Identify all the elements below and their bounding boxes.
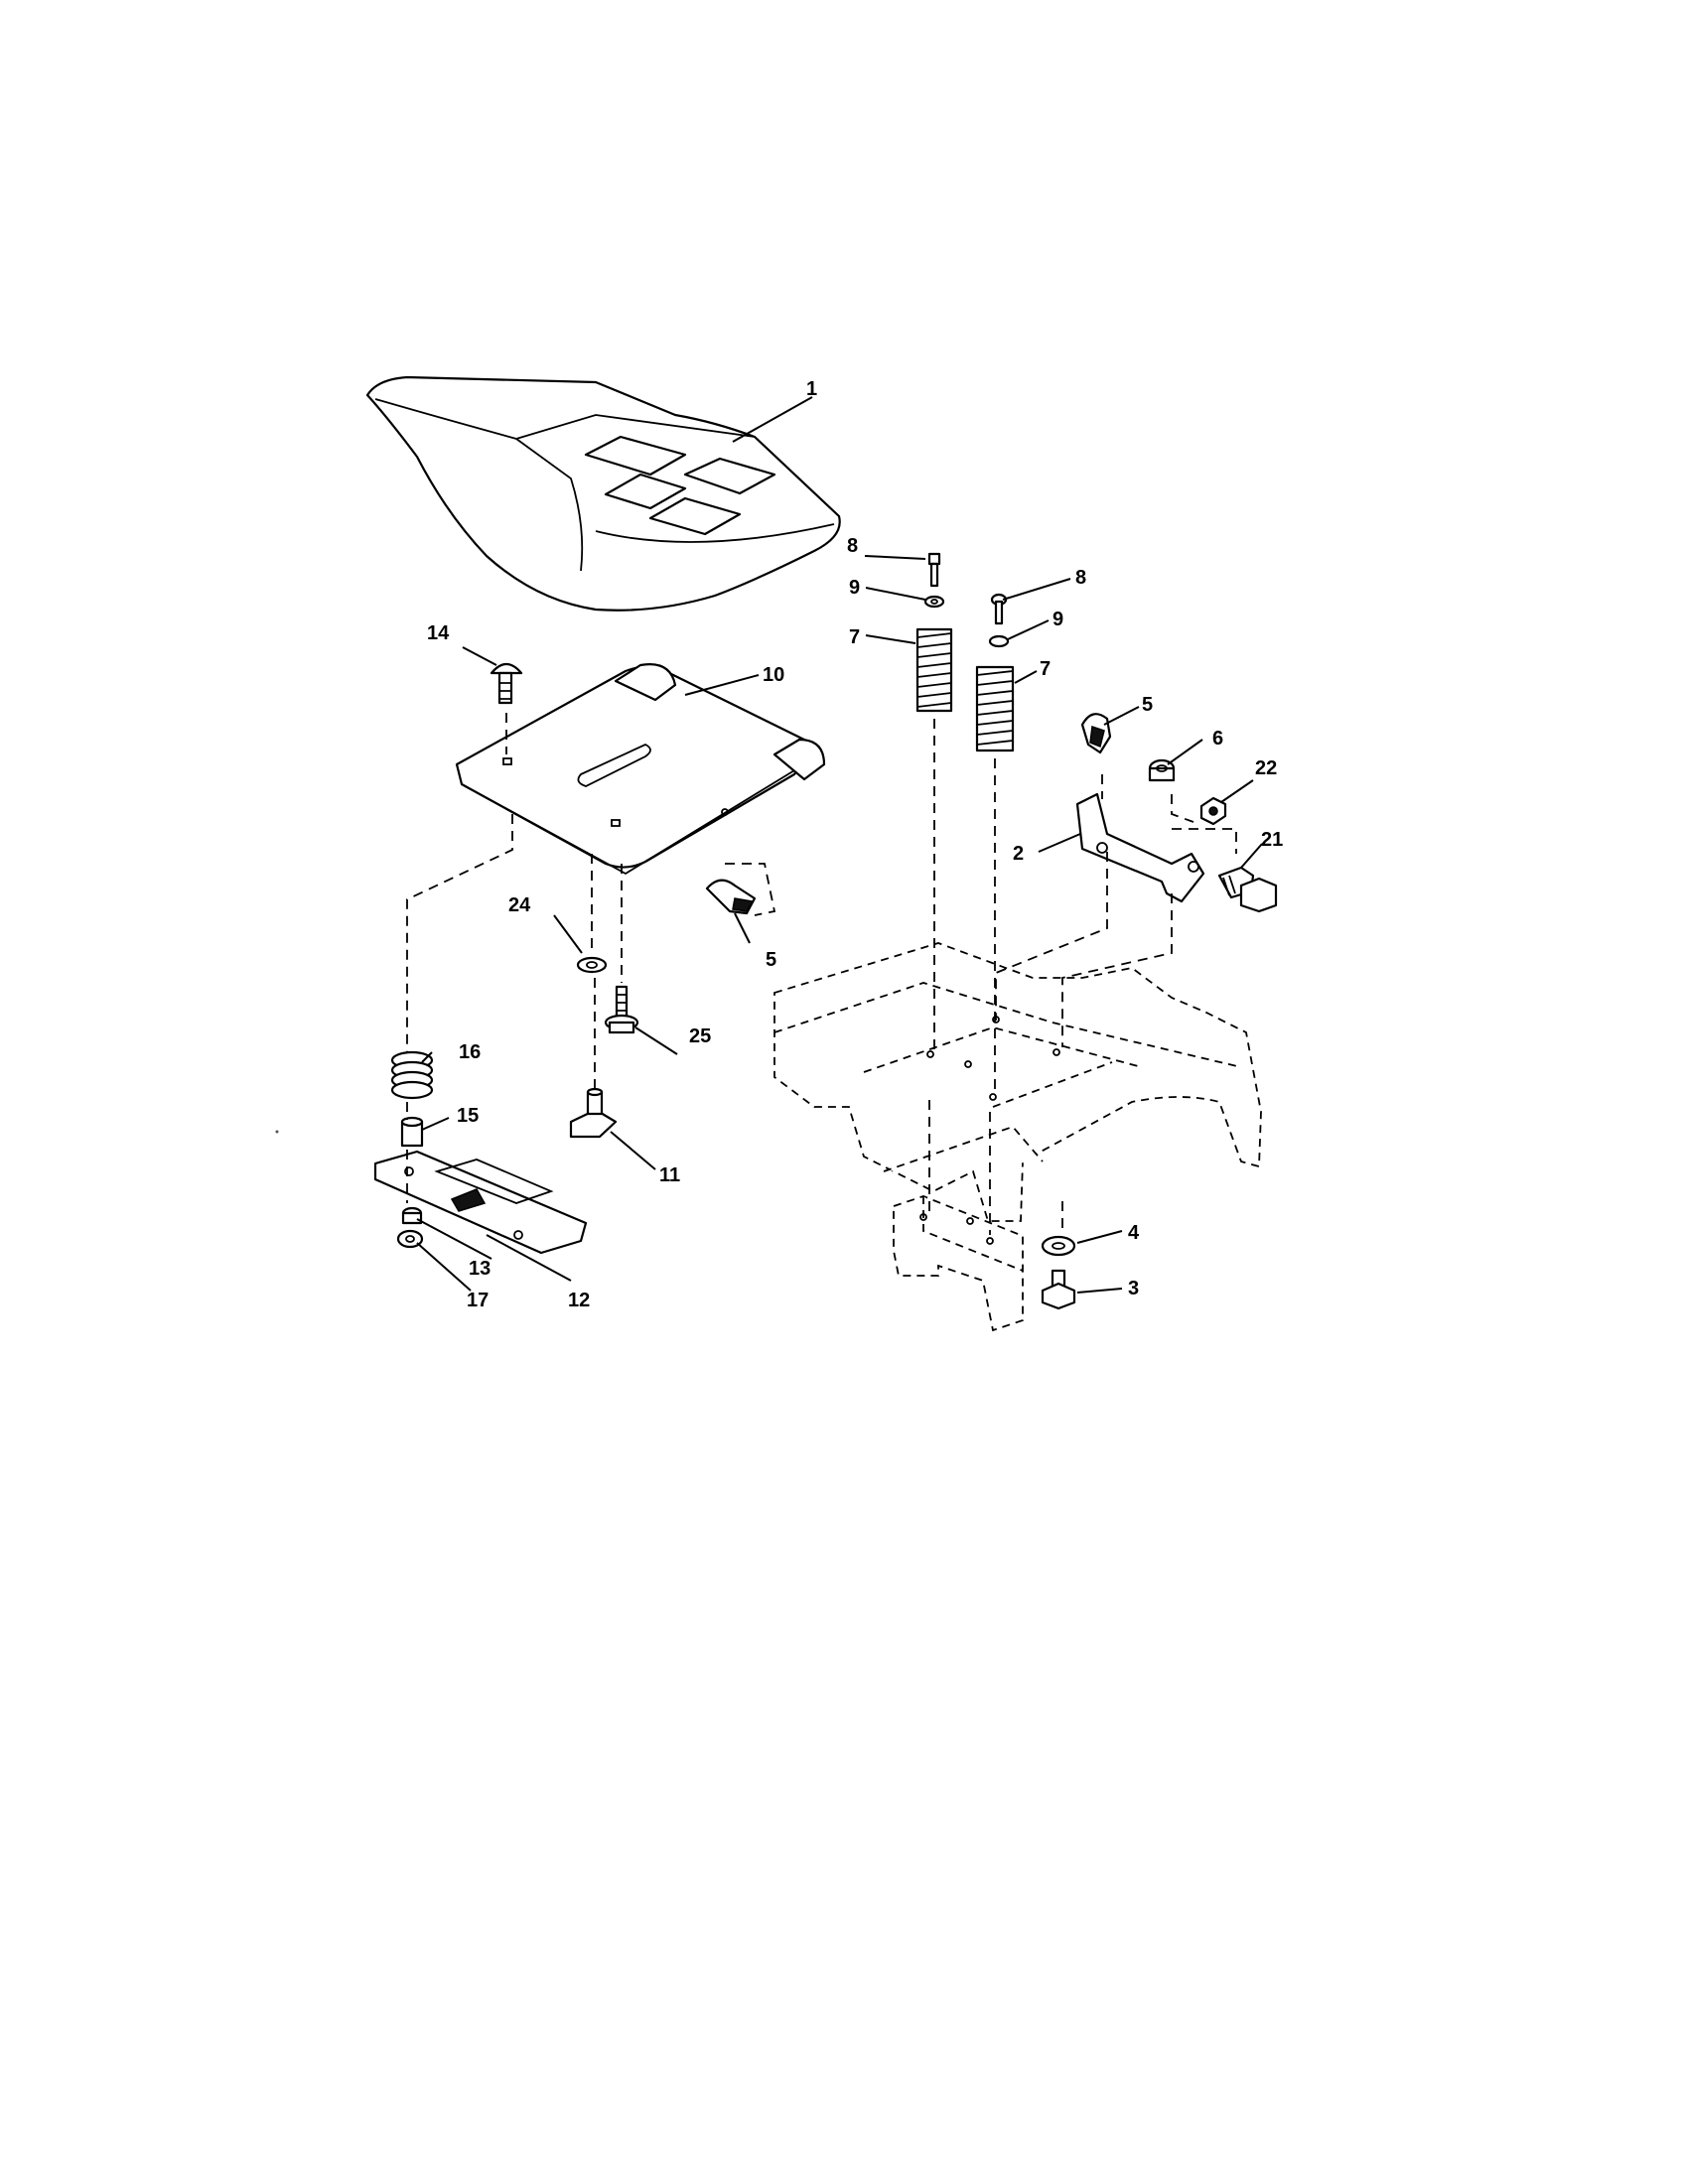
nut-6-part [1148, 758, 1176, 782]
washer-17-part [396, 1229, 424, 1249]
scan-speck [275, 1130, 279, 1134]
bolt-3-part [1041, 1269, 1076, 1310]
callout-10: 10 [763, 664, 784, 686]
callout-5-right: 5 [1142, 694, 1153, 716]
callout-6: 6 [1212, 728, 1223, 750]
seat-part [365, 375, 841, 612]
callout-15: 15 [457, 1105, 479, 1127]
callout-3: 3 [1128, 1278, 1139, 1299]
washer-24-part [576, 956, 608, 974]
carriage-bolt-part [490, 662, 523, 705]
bolt-21-part [1217, 866, 1278, 913]
callout-11: 11 [659, 1164, 680, 1186]
callout-12: 12 [568, 1290, 590, 1311]
washer-9-left-part [923, 595, 945, 609]
spring-7-right-part [975, 665, 1015, 752]
seat-pan-part [455, 663, 826, 876]
leader-lines [416, 396, 1263, 1294]
washer-9-right-part [988, 634, 1010, 648]
clip-left-part [705, 863, 776, 916]
spring-small-part [390, 1050, 434, 1100]
callout-5-left: 5 [766, 949, 776, 971]
callout-1: 1 [806, 378, 817, 400]
slide-rail-part [373, 1150, 588, 1255]
callout-17: 17 [467, 1290, 489, 1311]
callout-2: 2 [1013, 843, 1024, 865]
callout-13: 13 [469, 1258, 491, 1280]
callout-8-right: 8 [1075, 567, 1086, 589]
callout-25: 25 [689, 1025, 711, 1047]
assembly-lines [406, 713, 1237, 1235]
knob-11-part [569, 1087, 618, 1139]
spring-7-left-part [915, 627, 953, 713]
bracket-2-part [1075, 792, 1205, 903]
callout-21: 21 [1261, 829, 1283, 851]
nut-13-part [401, 1206, 423, 1225]
nut-22-part [1199, 796, 1227, 826]
callout-4: 4 [1128, 1222, 1140, 1244]
bolt-8-left-part [927, 552, 941, 588]
callout-9-left: 9 [849, 577, 860, 599]
callout-8-left: 8 [847, 535, 858, 557]
callout-7-left: 7 [849, 626, 860, 648]
callout-14: 14 [427, 622, 450, 644]
callout-24: 24 [508, 894, 531, 916]
washer-4-part [1041, 1235, 1076, 1257]
clip-right-part [1080, 713, 1112, 754]
callout-16: 16 [459, 1041, 481, 1063]
callout-7-right: 7 [1040, 658, 1051, 680]
bolt-8-right-part [990, 593, 1008, 625]
callout-9-right: 9 [1052, 609, 1063, 630]
callout-22: 22 [1255, 757, 1277, 779]
fender-ghost [773, 942, 1262, 1222]
spacer-part [400, 1116, 424, 1148]
shoulder-bolt-25-part [604, 985, 639, 1034]
